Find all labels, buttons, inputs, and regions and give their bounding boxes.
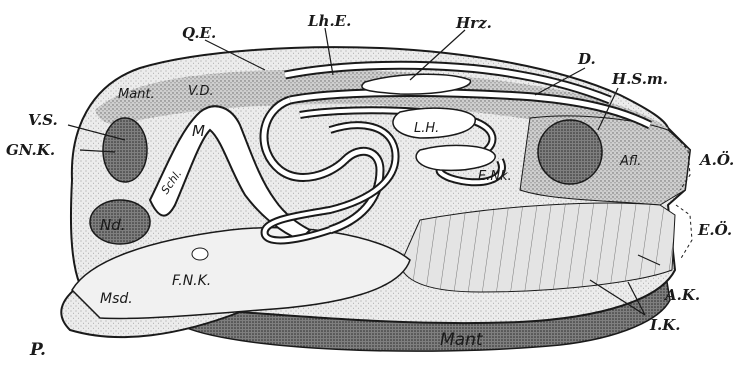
label-vd: V.D. bbox=[188, 84, 214, 99]
label-ik: I.K. bbox=[649, 316, 681, 334]
label-hrz: Hrz. bbox=[455, 14, 492, 32]
label-ak: A.K. bbox=[663, 286, 700, 304]
ganglion bbox=[103, 118, 147, 182]
label-lhe: Lh.E. bbox=[307, 12, 351, 30]
label-fnk: F.N.K. bbox=[172, 273, 211, 289]
label-nd: Nd. bbox=[100, 216, 126, 234]
label-d: D. bbox=[577, 50, 596, 68]
label-gnk: GN.K. bbox=[6, 141, 55, 159]
label-mant-bottom: Mant bbox=[440, 330, 484, 350]
label-ao: A.Ö. bbox=[698, 150, 734, 169]
label-msd: Msd. bbox=[100, 291, 133, 307]
gill-region bbox=[400, 203, 675, 292]
enk-organ bbox=[416, 145, 495, 170]
hsm-blob bbox=[538, 120, 602, 184]
label-oe: Q.E. bbox=[182, 24, 216, 42]
foot-pore bbox=[192, 248, 208, 260]
label-enk: E.Nk. bbox=[478, 169, 512, 184]
label-afl: Afl. bbox=[619, 154, 641, 169]
label-mant-top: Mant. bbox=[118, 87, 155, 102]
label-vs: V.S. bbox=[28, 111, 58, 129]
label-m: M bbox=[192, 122, 205, 140]
label-hsm: H.S.m. bbox=[611, 70, 668, 88]
label-lh: L.H. bbox=[414, 121, 439, 136]
label-p: P. bbox=[29, 340, 46, 360]
label-eo: E.Ö. bbox=[697, 220, 732, 239]
